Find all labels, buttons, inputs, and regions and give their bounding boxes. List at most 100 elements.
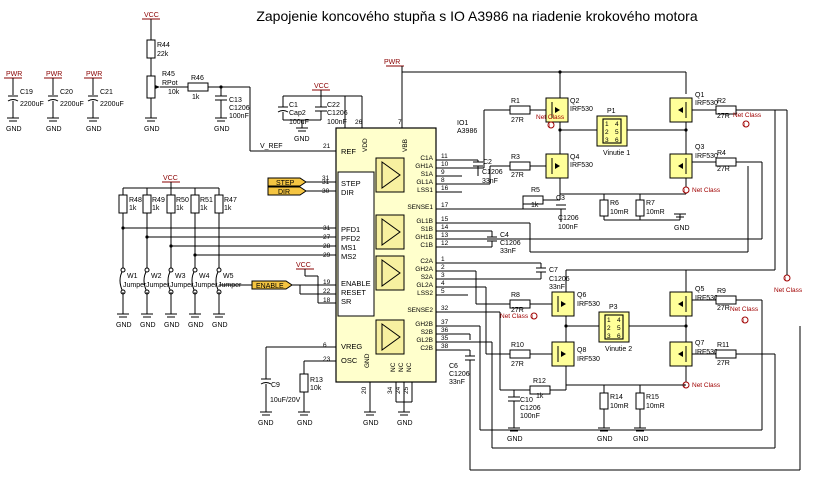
svg-text:3: 3 <box>441 272 445 279</box>
svg-text:NC: NC <box>390 362 397 372</box>
svg-text:27R: 27R <box>717 360 730 367</box>
svg-text:4: 4 <box>615 121 619 128</box>
svg-text:Cap2: Cap2 <box>289 110 306 117</box>
svg-text:PFD2: PFD2 <box>341 234 360 243</box>
svg-text:R46: R46 <box>191 75 204 82</box>
svg-text:1: 1 <box>441 256 445 263</box>
c20-val: 2200uF <box>60 101 84 108</box>
svg-text:34: 34 <box>387 386 394 394</box>
svg-text:3: 3 <box>605 137 609 144</box>
h-bridge-1: R1 27R Q2 IRF530 1 2 3 4 5 6 P1 Vinutie … <box>462 70 776 262</box>
svg-text:C9: C9 <box>271 382 280 389</box>
svg-text:GH2A: GH2A <box>415 266 433 273</box>
svg-text:Q3: Q3 <box>695 144 704 151</box>
reference-divider: VCC R44 22k R45 RPot 10k GND R46 1k V_RE… <box>142 12 336 152</box>
svg-text:Net Class: Net Class <box>692 382 721 389</box>
svg-text:10mR: 10mR <box>610 403 629 410</box>
svg-text:GND: GND <box>6 126 22 133</box>
svg-text:SENSE2: SENSE2 <box>407 307 433 314</box>
jumper-w2: W2 Jumper <box>143 267 170 295</box>
svg-text:Q8: Q8 <box>577 347 586 354</box>
svg-text:1: 1 <box>607 317 611 324</box>
svg-text:6: 6 <box>615 137 619 144</box>
svg-text:R13: R13 <box>310 377 323 384</box>
svg-text:Jumper: Jumper <box>170 282 194 289</box>
svg-text:VCC: VCC <box>314 83 329 90</box>
vdd-decoupling: VCC C1 Cap2 100uF C22 C1206 100nF GND <box>277 83 348 143</box>
jumper-w1: W1 Jumper <box>119 267 147 295</box>
svg-text:10mR: 10mR <box>646 209 665 216</box>
svg-text:15: 15 <box>441 216 449 223</box>
svg-text:R11: R11 <box>717 342 729 349</box>
input-ports: STEP DIR 31 ENABLE VCC <box>251 175 336 304</box>
svg-text:NC: NC <box>406 362 413 372</box>
svg-text:i: i <box>785 276 786 282</box>
svg-text:1k: 1k <box>224 205 232 212</box>
svg-text:GND: GND <box>214 126 230 133</box>
svg-text:PFD1: PFD1 <box>341 225 360 234</box>
svg-text:100nF: 100nF <box>229 113 249 120</box>
svg-text:R51: R51 <box>200 197 213 204</box>
svg-text:22: 22 <box>323 288 331 295</box>
svg-text:R7: R7 <box>646 200 655 207</box>
svg-text:Net Class: Net Class <box>692 187 721 194</box>
svg-text:Vinutie 2: Vinutie 2 <box>605 346 632 353</box>
svg-text:3: 3 <box>607 333 611 340</box>
svg-text:1k: 1k <box>536 393 544 400</box>
svg-text:i: i <box>684 383 685 389</box>
svg-text:RPot: RPot <box>162 80 178 87</box>
svg-text:100uF: 100uF <box>289 119 309 126</box>
svg-text:24: 24 <box>395 386 402 394</box>
c19-ref: C19 <box>20 89 33 96</box>
svg-text:i: i <box>744 122 745 128</box>
svg-text:GND: GND <box>364 353 371 368</box>
svg-text:C7: C7 <box>549 267 558 274</box>
svg-text:25: 25 <box>403 386 410 394</box>
svg-text:W5: W5 <box>223 273 234 280</box>
svg-text:27R: 27R <box>511 117 524 124</box>
svg-text:C1206: C1206 <box>482 169 503 176</box>
svg-text:27R: 27R <box>717 113 730 120</box>
svg-text:23: 23 <box>323 356 331 363</box>
svg-text:12: 12 <box>441 240 449 247</box>
svg-text:STEP: STEP <box>341 179 361 188</box>
svg-text:SR: SR <box>341 297 352 306</box>
svg-text:GND: GND <box>212 322 228 329</box>
svg-text:IRF530: IRF530 <box>695 295 718 302</box>
svg-text:GL2B: GL2B <box>416 337 433 344</box>
svg-text:Q1: Q1 <box>695 92 704 99</box>
svg-text:C1206: C1206 <box>549 276 570 283</box>
svg-text:GND: GND <box>116 322 132 329</box>
svg-text:IRF530: IRF530 <box>570 162 593 169</box>
svg-text:V_REF: V_REF <box>260 143 283 150</box>
c21-val: 2200uF <box>100 101 124 108</box>
svg-text:VCC: VCC <box>144 12 159 19</box>
svg-text:S1B: S1B <box>421 226 433 233</box>
svg-text:Jumper: Jumper <box>146 282 170 289</box>
svg-text:31: 31 <box>322 175 330 182</box>
svg-text:R2: R2 <box>717 98 726 105</box>
svg-text:1k: 1k <box>129 205 137 212</box>
svg-text:R4: R4 <box>717 150 726 157</box>
svg-text:R8: R8 <box>511 292 520 299</box>
svg-text:C22: C22 <box>327 102 340 109</box>
svg-text:C3: C3 <box>556 195 565 202</box>
vreg-osc: C9 10uF/20V GND R13 10k GND <box>258 346 336 427</box>
svg-text:R3: R3 <box>511 154 520 161</box>
svg-text:5: 5 <box>617 325 621 332</box>
svg-text:S1A: S1A <box>421 171 434 178</box>
svg-text:W1: W1 <box>127 273 138 280</box>
svg-text:17: 17 <box>441 202 449 209</box>
svg-text:PWR: PWR <box>6 71 22 78</box>
svg-text:1k: 1k <box>531 202 539 209</box>
svg-text:21: 21 <box>323 143 331 150</box>
svg-text:IRF530: IRF530 <box>570 106 593 113</box>
svg-text:RESET: RESET <box>341 288 366 297</box>
svg-text:IRF530: IRF530 <box>577 356 600 363</box>
svg-text:R5: R5 <box>531 187 540 194</box>
svg-text:C1206: C1206 <box>449 371 470 378</box>
svg-text:GND: GND <box>297 420 313 427</box>
svg-text:33nF: 33nF <box>500 248 516 255</box>
svg-text:R1: R1 <box>511 98 520 105</box>
svg-text:PWR: PWR <box>384 59 400 66</box>
